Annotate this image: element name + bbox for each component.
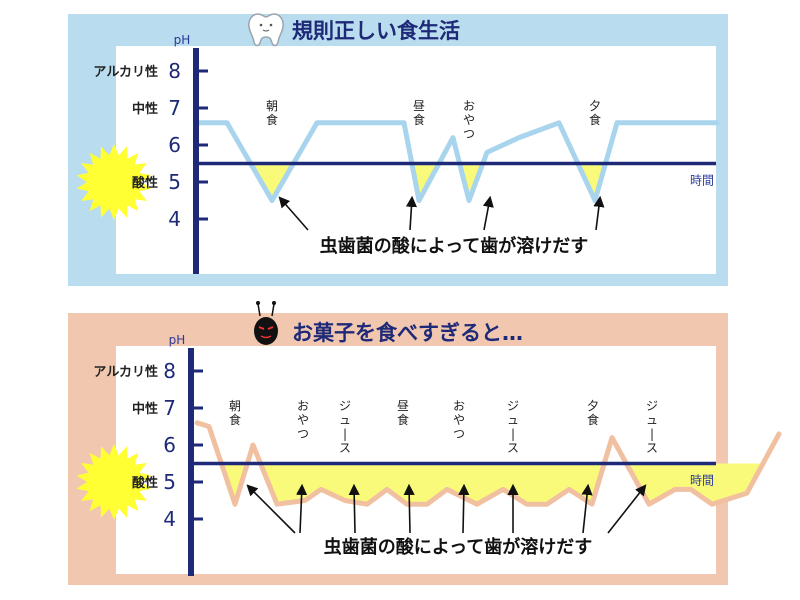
acid-starburst xyxy=(76,444,152,520)
annotation-text: 虫歯菌の酸によって歯が溶けだす xyxy=(324,536,593,558)
acid-region xyxy=(221,463,248,505)
annotation-arrow xyxy=(296,483,308,534)
y-tick-label: 6 xyxy=(168,133,181,157)
annotation-arrow xyxy=(278,196,309,231)
y-category-label: アルカリ性 xyxy=(93,64,158,80)
y-axis-label: pH xyxy=(169,333,186,347)
y-category-label: 酸性 xyxy=(132,175,158,191)
ph-curve xyxy=(194,120,720,203)
acid-starburst xyxy=(76,144,152,220)
y-tick-label: 5 xyxy=(168,170,181,194)
x-axis-label: 時間 xyxy=(690,174,714,188)
acid-region xyxy=(250,163,294,201)
y-tick-label: 8 xyxy=(168,59,181,83)
annotation-arrow xyxy=(348,483,360,534)
annotation-arrow xyxy=(405,195,418,231)
y-tick-label: 7 xyxy=(163,396,176,420)
meal-event-label: 昼食 xyxy=(413,99,425,127)
annotation-arrow xyxy=(607,484,647,534)
x-axis-label: 時間 xyxy=(690,474,714,488)
meal-event-label: おやつ xyxy=(297,399,309,441)
meal-event-label: 朝食 xyxy=(266,99,278,127)
annotation-arrow xyxy=(246,484,296,534)
y-tick-label: 4 xyxy=(168,207,181,231)
y-tick-label: 8 xyxy=(163,359,176,383)
chart-title-too-many-sweets: お菓子を食べすぎると… xyxy=(292,321,523,345)
acid-region xyxy=(626,463,763,505)
meal-event-label: ジュ|ス xyxy=(646,399,658,455)
plot-area-regular-diet xyxy=(116,46,716,274)
tooth-icon xyxy=(248,13,284,47)
y-tick-label: 4 xyxy=(163,507,176,531)
y-tick-label: 5 xyxy=(163,470,176,494)
ph-curve xyxy=(194,420,782,507)
y-category-label: 酸性 xyxy=(132,475,158,491)
annotation-arrow xyxy=(581,483,593,534)
meal-event-label: 夕食 xyxy=(587,399,599,427)
annotation-arrow xyxy=(593,195,605,231)
y-category-label: 中性 xyxy=(132,101,158,117)
y-axis-label: pH xyxy=(174,33,191,47)
y-tick-label: 7 xyxy=(168,96,181,120)
y-category-label: アルカリ性 xyxy=(93,364,158,380)
meal-event-label: ジュ|ス xyxy=(339,399,351,455)
annotation-arrow xyxy=(403,483,415,534)
annotation-arrow xyxy=(458,483,470,534)
y-tick-label: 6 xyxy=(163,433,176,457)
annotation-text: 虫歯菌の酸によって歯が溶けだす xyxy=(320,235,589,257)
annotation-arrow xyxy=(482,195,494,231)
y-category-label: 中性 xyxy=(132,401,158,417)
chart-title-regular-diet: 規則正しい食生活 xyxy=(292,19,460,43)
meal-event-label: おやつ xyxy=(453,399,465,441)
meal-event-label: 夕食 xyxy=(589,99,601,127)
meal-event-label: おやつ xyxy=(463,99,475,141)
germ-icon xyxy=(254,301,278,345)
meal-event-label: 朝食 xyxy=(229,399,241,427)
plot-area-too-many-sweets xyxy=(116,346,716,574)
meal-event-label: 昼食 xyxy=(397,399,409,427)
meal-event-label: ジュ|ス xyxy=(507,399,519,455)
